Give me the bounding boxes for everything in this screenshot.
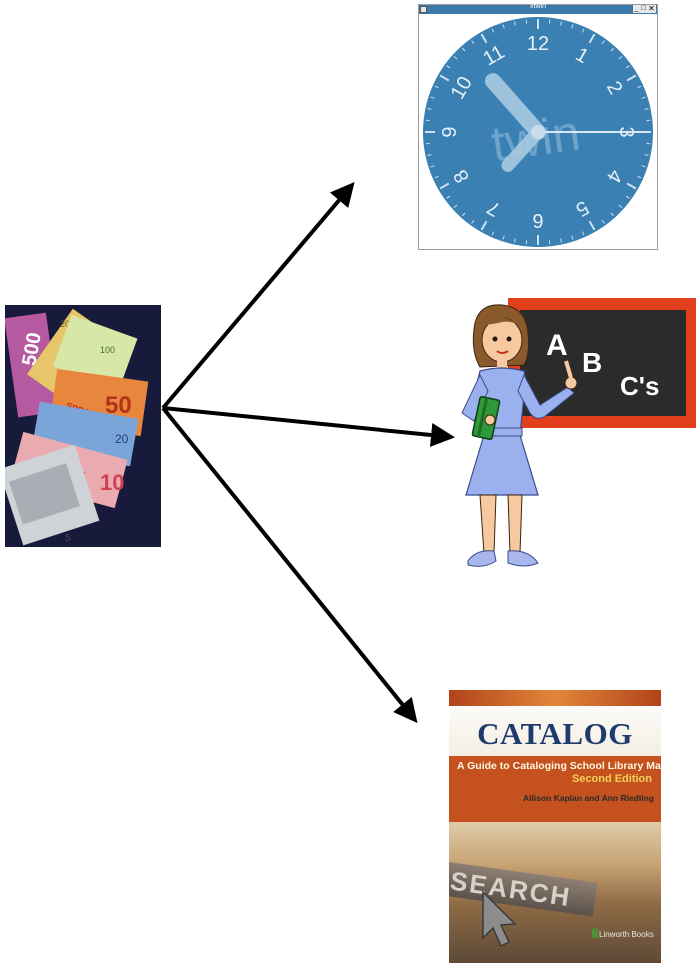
- clock-tick: [430, 96, 435, 99]
- clock-tick: [601, 219, 605, 224]
- book-authors: Allison Kaplan and Ann Riedling: [523, 793, 654, 803]
- clock-tick: [430, 165, 435, 168]
- clock-tick: [434, 175, 439, 179]
- book-cover-catalog-it: CATALOG IT! A Guide to Cataloging School…: [449, 690, 661, 963]
- clock-tick: [610, 47, 614, 52]
- banknote-20-value: 20: [115, 432, 129, 446]
- banknote-5: 5: [5, 444, 100, 546]
- clock-tick: [427, 154, 432, 156]
- euro-banknotes-image: 500 200 100 50 SPECIMEN 20 10 SPECIMEN 5: [5, 305, 161, 547]
- clock-tick: [581, 28, 585, 33]
- book-subtitle: A Guide to Cataloging School Library Mat…: [457, 760, 661, 772]
- clock-tick: [581, 231, 585, 236]
- clock-tick: [427, 108, 432, 110]
- chalkboard-letter-a: A: [546, 329, 568, 362]
- clock-number: 12: [527, 33, 549, 55]
- clock-tick: [434, 85, 439, 89]
- clock-tick: [560, 238, 562, 243]
- banknote-5-value: 5: [65, 533, 71, 544]
- chalkboard: A B C's: [508, 298, 696, 428]
- clock-tick: [618, 56, 623, 60]
- close-button[interactable]: ✕: [647, 4, 656, 13]
- arrow-to-clock: [161, 181, 355, 410]
- clock-tick: [439, 74, 450, 82]
- clock-tick: [453, 204, 458, 208]
- clock-tick: [471, 40, 475, 45]
- clock-tick: [626, 74, 637, 82]
- banknote-10-value: 10: [100, 470, 124, 495]
- chalkboard-letters-cs: C's: [620, 371, 659, 401]
- book-publisher: Linworth Books: [599, 930, 654, 939]
- clock-tick: [480, 220, 488, 231]
- publisher-logo-icon: [592, 928, 598, 938]
- window-title: xtwin: [530, 3, 546, 10]
- arrow-to-teacher: [162, 406, 455, 447]
- clock-tick: [439, 182, 450, 190]
- banknote-200-value: 200: [60, 319, 75, 329]
- clock-tick: [625, 65, 630, 69]
- clock-tick: [588, 33, 596, 44]
- book-subtitle-band: [449, 756, 661, 822]
- clock-tick: [491, 28, 495, 33]
- maximize-button[interactable]: □: [640, 5, 647, 13]
- clock-tick: [641, 96, 646, 99]
- clock-tick: [502, 24, 505, 29]
- clock-tick: [610, 212, 614, 217]
- clock-tick: [644, 154, 649, 156]
- book-edition: Second Edition: [571, 773, 652, 785]
- book-top-stripe: [449, 690, 661, 706]
- clock-tick: [571, 235, 574, 240]
- clock-tick-marks: [425, 19, 651, 245]
- clock-center: [531, 125, 545, 139]
- banknote-500: 500: [5, 312, 60, 418]
- teacher-with-chalkboard: A B C's: [461, 298, 696, 567]
- banknote-100-value: 100: [100, 345, 115, 355]
- clock-tick: [471, 219, 475, 224]
- clock-tick: [446, 195, 451, 199]
- clock-tick: [644, 108, 649, 110]
- clock-tick: [637, 175, 642, 179]
- chalkboard-letter-b: B: [582, 347, 602, 378]
- clock-tick: [637, 85, 642, 89]
- minute-hand: [501, 125, 545, 172]
- clock-tick: [626, 182, 637, 190]
- clock-tick: [514, 21, 516, 26]
- clock-tick: [571, 24, 574, 29]
- clock-tick: [446, 65, 451, 69]
- clock-tick: [453, 56, 458, 60]
- clock-tick: [601, 40, 605, 45]
- clock-number: 6: [532, 209, 543, 231]
- clock-tick: [462, 212, 466, 217]
- clock-tick: [560, 21, 562, 26]
- clock-tick: [641, 165, 646, 168]
- window-menu-button[interactable]: [420, 6, 427, 13]
- clock-tick: [618, 204, 623, 208]
- mouse-cursor-icon: [482, 890, 517, 948]
- window-titlebar[interactable]: xtwin _ □ ✕: [419, 3, 657, 14]
- clock-tick: [588, 220, 596, 231]
- clock-tick: [625, 195, 630, 199]
- clock-tick: [491, 231, 495, 236]
- clock-number: 9: [439, 126, 461, 137]
- arrow-to-book: [161, 406, 418, 724]
- clock-tick: [462, 47, 466, 52]
- clock-tick: [502, 235, 505, 240]
- clock-tick: [514, 238, 516, 243]
- hour-hand: [484, 73, 546, 140]
- minimize-button[interactable]: _: [633, 5, 640, 13]
- clock-tick: [480, 33, 488, 44]
